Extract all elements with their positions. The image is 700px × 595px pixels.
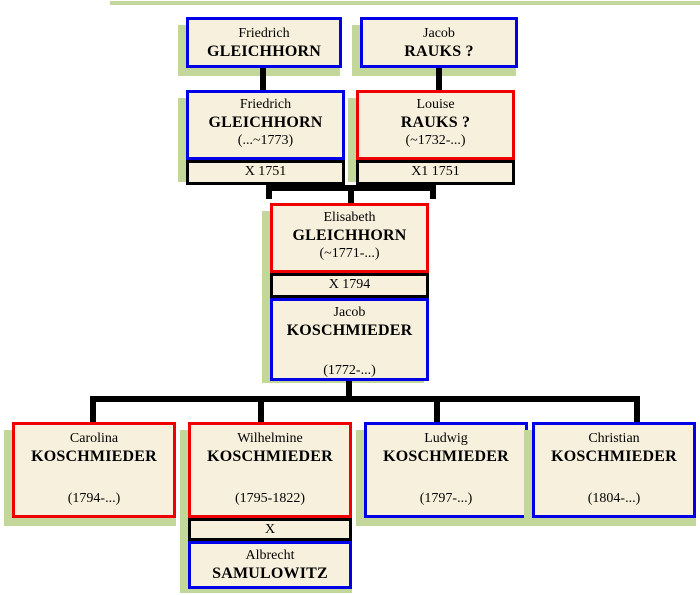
person-surname: RAUKS ? [404, 43, 474, 60]
person-card-jacob-rauks[interactable]: Jacob RAUKS ? [360, 17, 518, 68]
person-given-name: Elisabeth [323, 210, 376, 225]
person-card-ludwig-koschmieder[interactable]: Ludwig KOSCHMIEDER (1797-...) [364, 422, 528, 518]
connector-line [436, 68, 442, 90]
connector-line [434, 396, 440, 422]
card-spacer [191, 466, 349, 490]
person-dates: (1804-...) [587, 491, 641, 506]
marriage-label: X 1794 [328, 277, 371, 292]
person-dates: (1795-1822) [235, 491, 305, 506]
connector-line [258, 396, 264, 422]
connector-line [348, 185, 354, 203]
connector-line [266, 185, 272, 199]
person-surname: KOSCHMIEDER [383, 448, 509, 465]
person-surname: GLEICHHORN [208, 114, 323, 131]
marriage-bar-rauks[interactable]: X1 1751 [356, 160, 515, 185]
person-card-albrecht-samulowitz[interactable]: Albrecht SAMULOWITZ [188, 541, 352, 589]
connector-line [346, 381, 352, 401]
person-given-name: Friedrich [238, 26, 290, 41]
sibling-connector-bar [90, 396, 640, 402]
marriage-bar-gleichhorn[interactable]: X 1751 [186, 160, 345, 185]
person-dates: (1794-...) [67, 491, 121, 506]
person-given-name: Albrecht [245, 548, 295, 563]
person-surname: SAMULOWITZ [212, 565, 328, 582]
card-spacer [367, 466, 525, 490]
person-card-louise-rauks[interactable]: Louise RAUKS ? (~1732-...) [356, 90, 515, 160]
person-surname: KOSCHMIEDER [551, 448, 677, 465]
person-surname: KOSCHMIEDER [286, 322, 413, 339]
person-surname: KOSCHMIEDER [31, 448, 157, 465]
person-given-name: Friedrich [239, 97, 292, 112]
person-given-name: Jacob [423, 26, 455, 41]
person-surname: GLEICHHORN [206, 43, 321, 60]
person-card-friedrich-gleichhorn-sr[interactable]: Friedrich GLEICHHORN [186, 17, 342, 68]
person-given-name: Ludwig [424, 431, 468, 446]
person-dates: (...~1773) [237, 133, 294, 148]
connector-line [430, 185, 436, 199]
person-dates: (1797-...) [419, 491, 473, 506]
person-given-name: Wilhelmine [237, 431, 303, 446]
person-surname: RAUKS ? [400, 114, 471, 131]
card-spacer [273, 340, 426, 362]
person-surname: KOSCHMIEDER [207, 448, 333, 465]
marriage-label: X [264, 522, 276, 537]
person-given-name: Louise [416, 97, 455, 112]
top-rule-divider [110, 1, 700, 5]
connector-line [260, 68, 266, 90]
person-dates: (1772-...) [323, 363, 376, 378]
marriage-bar-samulowitz[interactable]: X [188, 518, 352, 541]
person-card-christian-koschmieder[interactable]: Christian KOSCHMIEDER (1804-...) [532, 422, 696, 518]
marriage-label: X1 1751 [411, 164, 460, 179]
person-card-carolina-koschmieder[interactable]: Carolina KOSCHMIEDER (1794-...) [12, 422, 176, 518]
person-dates: (~1732-...) [405, 133, 466, 148]
marriage-bar-koschmieder[interactable]: X 1794 [270, 273, 429, 298]
person-given-name: Carolina [69, 431, 119, 446]
card-spacer [535, 466, 693, 490]
connector-line [634, 396, 640, 422]
card-spacer [15, 466, 173, 490]
person-card-friedrich-gleichhorn[interactable]: Friedrich GLEICHHORN (...~1773) [186, 90, 345, 160]
person-surname: GLEICHHORN [292, 227, 407, 244]
connector-line [90, 396, 96, 422]
marriage-label: X 1751 [244, 164, 287, 179]
person-dates: (~1771-...) [319, 246, 380, 261]
person-card-elisabeth-gleichhorn[interactable]: Elisabeth GLEICHHORN (~1771-...) [270, 203, 429, 273]
person-given-name: Christian [588, 431, 640, 446]
person-card-wilhelmine-koschmieder[interactable]: Wilhelmine KOSCHMIEDER (1795-1822) [188, 422, 352, 518]
person-given-name: Jacob [333, 305, 366, 320]
person-card-jacob-koschmieder[interactable]: Jacob KOSCHMIEDER (1772-...) [270, 298, 429, 381]
